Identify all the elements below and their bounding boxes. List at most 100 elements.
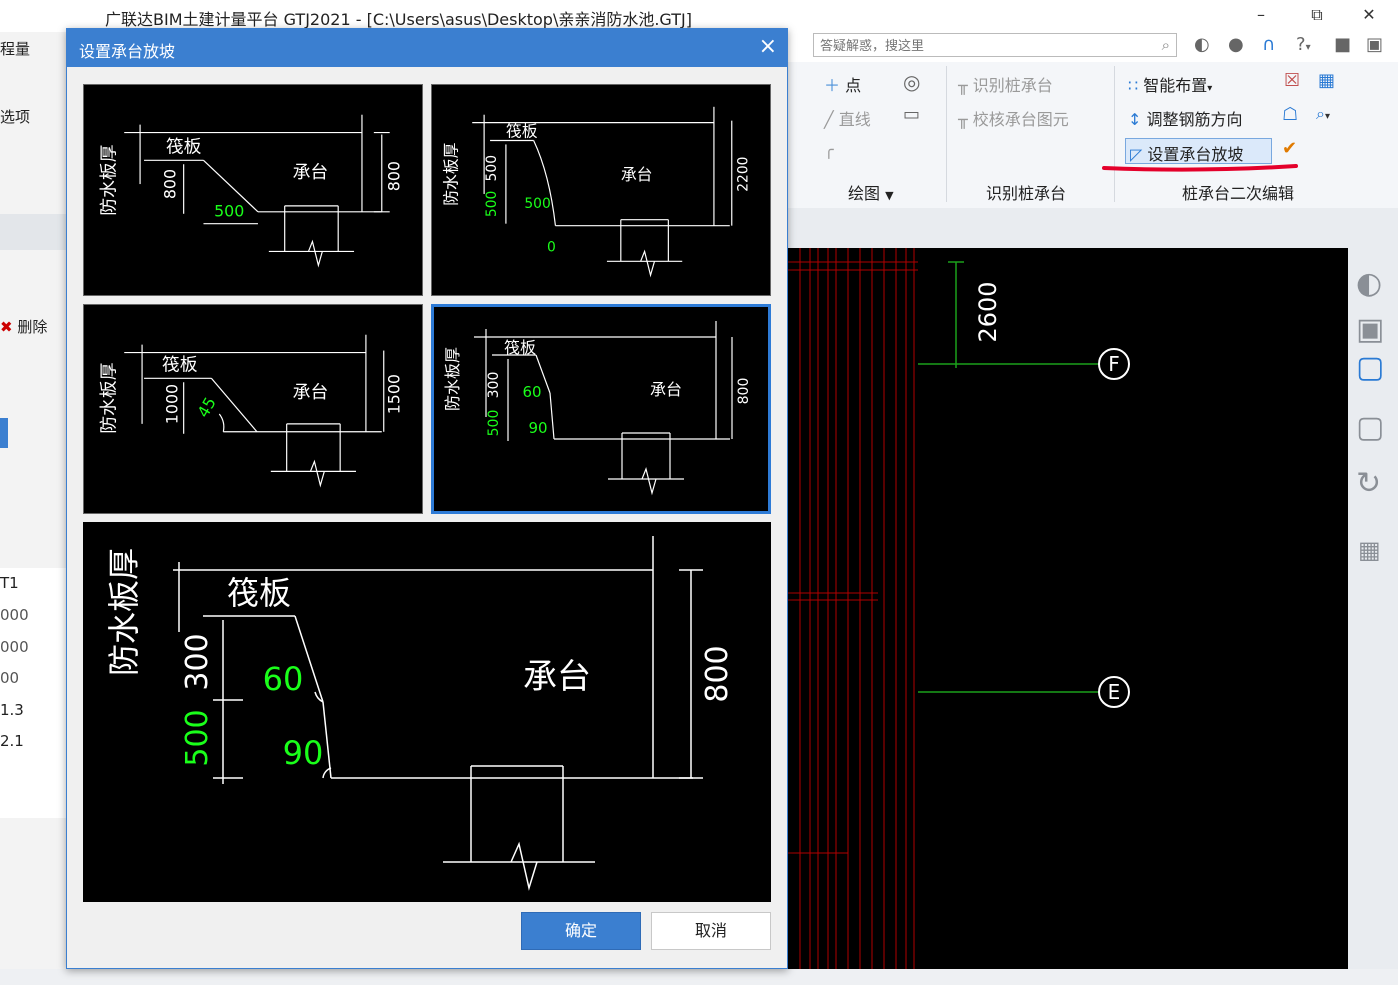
- sphere-icon[interactable]: ◐: [1356, 266, 1383, 301]
- dim-angle-2: 90: [283, 734, 324, 772]
- slope-option-1[interactable]: 防水板厚 筏板 承台 800 500 800: [83, 84, 423, 296]
- checkmark-icon[interactable]: ✔: [1282, 138, 1298, 159]
- dim-angle: 45: [193, 394, 220, 421]
- window-icon[interactable]: ▣: [1366, 34, 1384, 55]
- raft-label: 筏板: [504, 338, 536, 357]
- title-bar: 广联达BIM土建计量平台 GTJ2021 - [C:\Users\asus\De…: [0, 0, 1398, 32]
- headset-icon[interactable]: ∩: [1262, 34, 1276, 55]
- cad-drawing-canvas[interactable]: F E 2600: [788, 248, 1348, 985]
- set-cap-slope-dialog: 设置承台放坡 × 防水板厚 筏板 承台 800 500 800: [66, 28, 788, 969]
- rotate-icon[interactable]: ↻: [1356, 466, 1382, 501]
- slope-option-4-drawing: 防水板厚 筏板 承台 300 500 60 90 800: [443, 321, 752, 496]
- dim-left: 800: [161, 169, 180, 199]
- rectangle-icon[interactable]: ▭: [903, 104, 921, 125]
- dim-left-top: 300: [180, 633, 215, 690]
- help-icon[interactable]: ?▾: [1296, 34, 1311, 55]
- slope-option-3[interactable]: 防水板厚 筏板 承台 1000 45 1500: [83, 304, 423, 514]
- draw-line-button[interactable]: ╱ 直线: [824, 110, 871, 129]
- table-row[interactable]: T1: [0, 574, 19, 592]
- table-row[interactable]: 00: [0, 669, 20, 687]
- waterproof-label: 防水板厚: [98, 362, 119, 433]
- pile-cap-icon: ╥: [958, 76, 968, 95]
- draw-point-button[interactable]: ＋ 点: [824, 76, 862, 95]
- slope-option-3-drawing: 防水板厚 筏板 承台 1000 45 1500: [98, 334, 404, 488]
- cancel-button[interactable]: 取消: [651, 912, 771, 950]
- dialog-title: 设置承台放坡: [79, 42, 176, 61]
- dim-left-bottom: 500: [486, 410, 502, 437]
- dim-left-bottom: 500: [180, 709, 215, 766]
- left-toolbar-row: [0, 214, 68, 250]
- dim-angle-2: 90: [528, 419, 547, 437]
- search-icon[interactable]: ⌕: [1161, 36, 1170, 54]
- rebar-direction-icon: ↕: [1128, 110, 1142, 129]
- top-view-icon[interactable]: ▢: [1356, 350, 1385, 385]
- slope-option-2[interactable]: 防水板厚 筏板 承台 500 500 500 0 2200: [431, 84, 771, 296]
- help-search-box[interactable]: ⌕: [813, 33, 1177, 57]
- table-row[interactable]: 000: [0, 638, 29, 656]
- table-row[interactable]: 000: [0, 606, 29, 624]
- circle-icon[interactable]: ◎: [903, 70, 921, 94]
- grid-view-icon[interactable]: ▦: [1358, 536, 1381, 564]
- waterproof-label: 防水板厚: [441, 142, 460, 205]
- delete-icon: ✖: [0, 318, 13, 336]
- dim-left-top: 300: [486, 372, 502, 399]
- window-title: 广联达BIM土建计量平台 GTJ2021 - [C:\Users\asus\De…: [105, 10, 692, 29]
- delete-button[interactable]: ✖ 删除: [0, 318, 48, 336]
- view-toolbar: ◐ ▣ ▢ ▢ ↻ ▦: [1348, 248, 1398, 985]
- help-search-input[interactable]: [818, 35, 1142, 57]
- dim-right: 800: [385, 161, 404, 191]
- dim-left-top: 500: [484, 155, 500, 181]
- status-bar: [0, 969, 1398, 985]
- waterproof-label: 防水板厚: [105, 548, 143, 676]
- set-cap-slope-button-highlight: [1125, 138, 1272, 164]
- check-pile-cap-button[interactable]: ╥ 校核承台图元: [958, 110, 1069, 129]
- dialog-close-button[interactable]: ×: [758, 34, 777, 59]
- arc-icon[interactable]: ╭: [824, 140, 834, 159]
- slope-option-4[interactable]: 防水板厚 筏板 承台 300 500 60 90 800: [431, 304, 771, 514]
- left-menu-item[interactable]: 程量: [0, 40, 31, 58]
- axis-label-f: F: [1108, 352, 1120, 376]
- ok-button[interactable]: 确定: [521, 912, 641, 950]
- find-icon[interactable]: ⌕▾: [1316, 104, 1330, 123]
- shirt-icon[interactable]: ■: [1334, 34, 1352, 55]
- table-row[interactable]: 2.1: [0, 732, 24, 750]
- smart-layout-button[interactable]: ∷ 智能布置▾: [1128, 76, 1213, 95]
- box-view-icon[interactable]: ▢: [1356, 410, 1385, 445]
- check-cap-icon: ╥: [958, 110, 968, 129]
- left-panel: 程量 选项 ✖ 删除 T1 000 000 00 1.3 2.1: [0, 32, 68, 985]
- cad-dimension-label: 2600: [974, 281, 1002, 342]
- smart-layout-icon: ∷: [1128, 76, 1139, 95]
- edit-group-label: 桩承台二次编辑: [1182, 184, 1295, 203]
- minimize-button[interactable]: –: [1257, 5, 1265, 24]
- dim-bottom: 500: [214, 202, 244, 221]
- chat-icon[interactable]: ●: [1228, 34, 1244, 55]
- draw-group-label[interactable]: 绘图 ▼: [848, 184, 894, 203]
- raft-label: 筏板: [506, 122, 538, 141]
- cad-drawing: F E 2600: [788, 248, 1130, 985]
- slope-option-1-drawing: 防水板厚 筏板 承台 800 500 800: [98, 114, 404, 268]
- dim-angle-1: 60: [263, 660, 304, 698]
- raft-label: 筏板: [166, 136, 202, 157]
- left-option-item[interactable]: 选项: [0, 108, 31, 126]
- red-underline-annotation: [1102, 164, 1298, 172]
- raft-label: 筏板: [162, 354, 198, 375]
- set-cap-slope-button[interactable]: ◸ 设置承台放坡: [1130, 145, 1244, 164]
- slope-preview-drawing: 防水板厚 筏板 承台 300 500 60 90 800: [105, 536, 735, 891]
- adjust-rebar-direction-button[interactable]: ↕ 调整钢筋方向: [1128, 110, 1243, 129]
- restore-button[interactable]: ⧉: [1311, 5, 1323, 24]
- table-row[interactable]: 1.3: [0, 701, 24, 719]
- dim-zero: 0: [547, 239, 556, 255]
- cap-tool-icon[interactable]: ☖: [1282, 104, 1299, 125]
- close-window-button[interactable]: ✕: [1362, 5, 1376, 24]
- identify-pile-cap-button[interactable]: ╥ 识别桩承台: [958, 76, 1053, 95]
- chevron-down-icon: ▼: [885, 189, 894, 202]
- slope-preview: 防水板厚 筏板 承台 300 500 60 90 800: [83, 522, 771, 902]
- ribbon-separator: [946, 66, 947, 202]
- user-icon[interactable]: ◐: [1194, 34, 1210, 55]
- 3d-view-icon[interactable]: ▣: [1356, 312, 1385, 347]
- slope-icon: ◸: [1130, 145, 1143, 164]
- edit-table-icon[interactable]: ▦: [1318, 70, 1336, 91]
- dim-angle-1: 60: [522, 383, 541, 401]
- remove-icon[interactable]: ☒: [1284, 70, 1301, 91]
- line-icon: ╱: [824, 110, 834, 129]
